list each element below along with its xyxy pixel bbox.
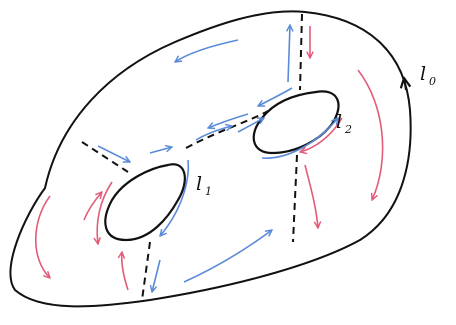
- red-arrow: [358, 70, 383, 200]
- label-l0-subscript: 0: [429, 75, 436, 88]
- blue-arrow: [175, 40, 238, 62]
- cut-line-bottom-left: [142, 242, 150, 300]
- surface-outline: [10, 11, 410, 306]
- red-arrow: [122, 252, 128, 290]
- blue-arrow: [184, 230, 272, 282]
- label-l0: l 0: [420, 63, 436, 88]
- label-l2-subscript: 2: [344, 123, 352, 136]
- red-arrow: [305, 165, 318, 228]
- blue-arrow: [208, 114, 248, 128]
- blue-arrow: [238, 118, 264, 132]
- label-l1-subscript: 1: [205, 185, 212, 198]
- cut-line-bottom-right: [293, 155, 297, 242]
- blue-arrow: [152, 260, 160, 292]
- cut-line-top-right: [300, 14, 302, 90]
- red-arrow: [36, 196, 50, 278]
- label-l2: l 2: [336, 111, 352, 136]
- dashed-cut-lines: [82, 14, 302, 300]
- label-l1-letter: l: [196, 173, 202, 195]
- hole-l1: [105, 164, 185, 240]
- blue-arrow: [98, 146, 130, 162]
- blue-arrow: [258, 88, 292, 106]
- label-l1: l 1: [196, 173, 212, 198]
- blue-arrow: [150, 147, 172, 153]
- red-arrow: [84, 192, 102, 220]
- blue-arrow: [288, 25, 290, 82]
- hole-l2: [254, 91, 339, 153]
- blue-arrow: [196, 126, 232, 140]
- cut-line-middle: [186, 110, 270, 148]
- label-l0-letter: l: [420, 63, 426, 85]
- red-arrows: [36, 26, 383, 290]
- l0-direction-arrow: [404, 78, 406, 90]
- label-l2-letter: l: [336, 111, 342, 133]
